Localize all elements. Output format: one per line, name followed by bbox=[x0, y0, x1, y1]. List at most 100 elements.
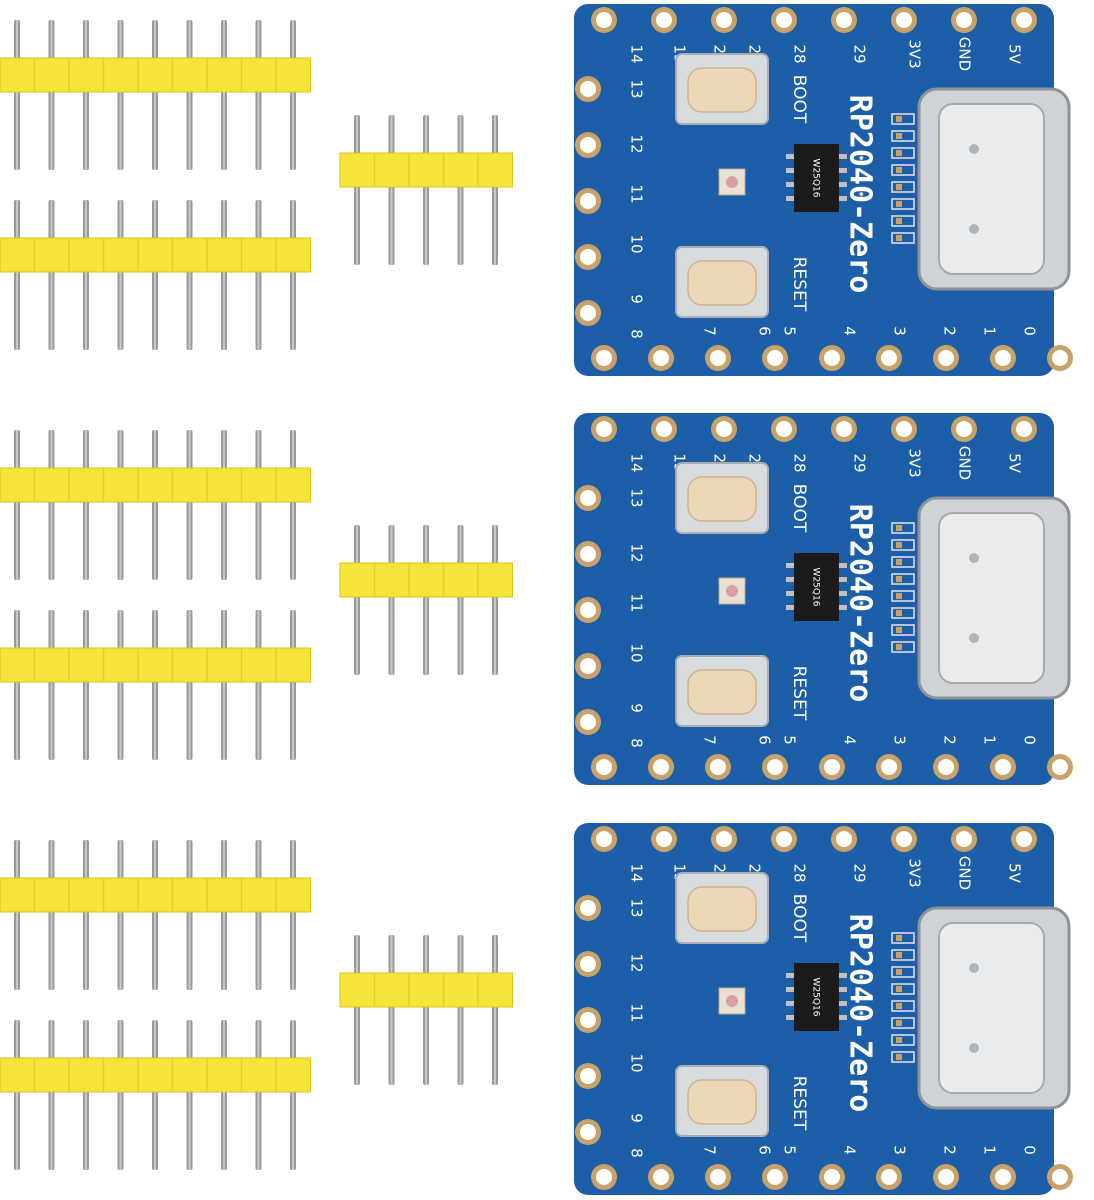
header-pin-highlight bbox=[188, 1020, 191, 1170]
pad-hole bbox=[776, 421, 792, 437]
pad-hole bbox=[824, 1169, 840, 1185]
header-pin-highlight bbox=[16, 610, 18, 760]
pin-label: 6 bbox=[756, 735, 774, 745]
pin-label: 9 bbox=[628, 1113, 646, 1123]
header-pin-highlight bbox=[16, 430, 18, 580]
pad-hole bbox=[1052, 759, 1068, 775]
short-pin-header bbox=[339, 115, 513, 265]
header-plastic bbox=[339, 562, 513, 598]
header-plastic bbox=[0, 467, 311, 503]
reset-label: RESET bbox=[789, 257, 809, 312]
header-pin-highlight bbox=[50, 610, 53, 760]
rp2040-zero-board: 15262728293V3GND5V14131211109876543210BO… bbox=[574, 4, 1073, 376]
header-plastic bbox=[0, 237, 311, 273]
pin-label: 4 bbox=[841, 735, 859, 745]
pin-label: 11 bbox=[628, 593, 646, 612]
usb-c-shell bbox=[938, 103, 1045, 275]
header-pin-highlight bbox=[223, 610, 225, 760]
pin-label: 29 bbox=[851, 44, 869, 63]
header-pin-highlight bbox=[425, 115, 427, 265]
smd-component bbox=[891, 198, 915, 210]
pin-label: 14 bbox=[628, 863, 646, 882]
pin-label: 0 bbox=[1021, 735, 1039, 745]
board-name: RP2040-Zero bbox=[843, 914, 878, 1113]
header-pin-highlight bbox=[85, 610, 87, 760]
pin-label: 3 bbox=[891, 1145, 909, 1155]
header-pin-highlight bbox=[50, 1020, 53, 1170]
pad-hole bbox=[656, 421, 672, 437]
header-pin-highlight bbox=[85, 20, 87, 170]
pin-label: 2 bbox=[941, 326, 959, 336]
pad-hole bbox=[716, 831, 732, 847]
header-pin-highlight bbox=[154, 20, 156, 170]
chip-leg bbox=[839, 196, 847, 201]
chip-leg bbox=[839, 563, 847, 568]
header-pin-highlight bbox=[188, 610, 191, 760]
pad-hole bbox=[995, 759, 1011, 775]
boot-button-cap bbox=[687, 476, 757, 522]
pad-hole bbox=[656, 12, 672, 28]
long-pin-header bbox=[0, 610, 311, 760]
smd-pad bbox=[896, 952, 902, 958]
pad-hole bbox=[580, 956, 596, 972]
pad-hole bbox=[767, 350, 783, 366]
header-pin-highlight bbox=[16, 840, 18, 990]
header-plastic bbox=[0, 877, 311, 913]
pin-label: 2 bbox=[941, 1145, 959, 1155]
smd-component bbox=[891, 1017, 915, 1029]
pad-hole bbox=[995, 1169, 1011, 1185]
pad-hole bbox=[1016, 421, 1032, 437]
header-pin-highlight bbox=[223, 1020, 225, 1170]
header-pin-highlight bbox=[257, 610, 260, 760]
pin-label: 8 bbox=[628, 329, 646, 339]
pad-hole bbox=[716, 12, 732, 28]
chip-marking: W25Q16 bbox=[811, 978, 821, 1017]
pin-label: 5 bbox=[781, 1145, 799, 1155]
header-pin-highlight bbox=[292, 610, 294, 760]
pad-hole bbox=[896, 421, 912, 437]
header-pin-highlight bbox=[154, 430, 156, 580]
chip-leg bbox=[786, 987, 794, 992]
header-pin-highlight bbox=[85, 200, 87, 350]
pad-hole bbox=[716, 421, 732, 437]
pin-label: 12 bbox=[628, 953, 646, 972]
header-pin-highlight bbox=[459, 935, 462, 1085]
pad-hole bbox=[776, 831, 792, 847]
reset-button-cap bbox=[687, 1079, 757, 1125]
pad-hole bbox=[938, 1169, 954, 1185]
smd-pad bbox=[896, 542, 902, 548]
header-pin-highlight bbox=[188, 840, 191, 990]
header-pin-highlight bbox=[292, 20, 294, 170]
pin-label: 7 bbox=[701, 326, 719, 336]
usb-rivet bbox=[969, 144, 979, 154]
header-pin-highlight bbox=[257, 1020, 260, 1170]
smd-pad bbox=[896, 150, 902, 156]
chip-marking: W25Q16 bbox=[811, 568, 821, 607]
flash-chip bbox=[794, 553, 839, 621]
reset-button-cap bbox=[687, 260, 757, 306]
pin-label: 28 bbox=[791, 863, 809, 882]
header-pin-highlight bbox=[188, 20, 191, 170]
pin-label: 12 bbox=[628, 543, 646, 562]
pad-hole bbox=[596, 759, 612, 775]
reset-label: RESET bbox=[789, 666, 809, 721]
chip-leg bbox=[786, 577, 794, 582]
smd-component bbox=[891, 147, 915, 159]
header-pin-highlight bbox=[119, 200, 122, 350]
smd-pad bbox=[896, 184, 902, 190]
pad-hole bbox=[596, 350, 612, 366]
header-pin-highlight bbox=[154, 200, 156, 350]
chip-leg bbox=[839, 154, 847, 159]
pad-hole bbox=[580, 546, 596, 562]
pad-hole bbox=[1052, 1169, 1068, 1185]
pin-label: 10 bbox=[628, 1053, 646, 1072]
usb-rivet bbox=[969, 633, 979, 643]
pin-label: 3 bbox=[891, 326, 909, 336]
pad-hole bbox=[1016, 12, 1032, 28]
pin-label: 3 bbox=[891, 735, 909, 745]
led-dome bbox=[726, 585, 738, 597]
long-pin-header bbox=[0, 1020, 311, 1170]
header-pin-highlight bbox=[425, 935, 427, 1085]
